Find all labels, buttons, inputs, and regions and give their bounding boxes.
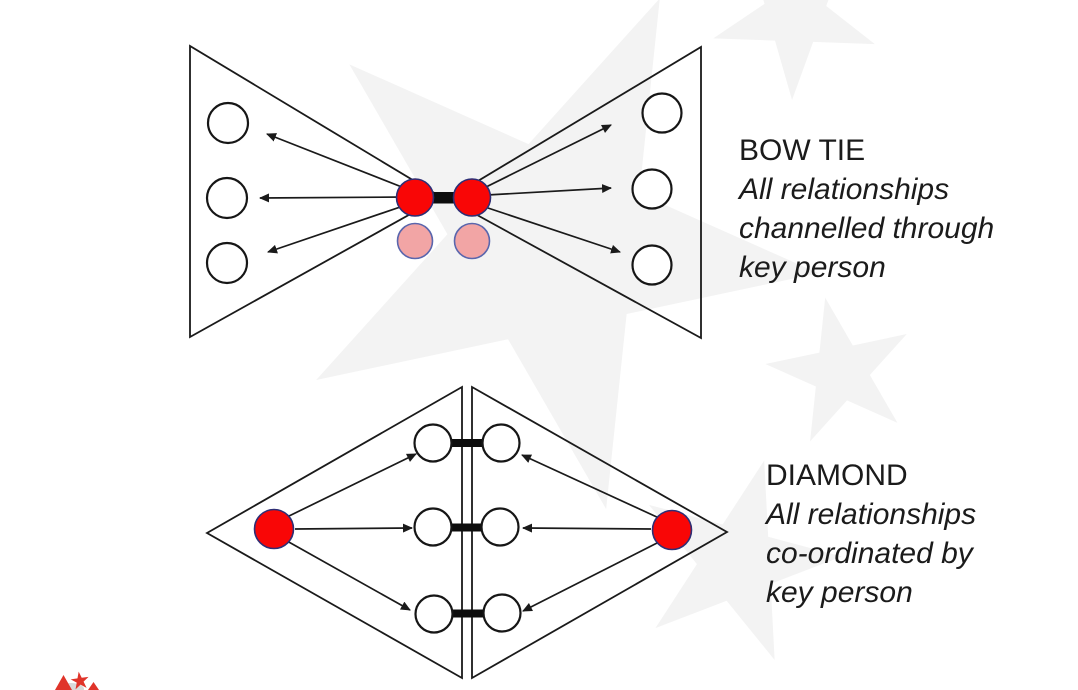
logo-triangle-icon [55,675,72,690]
contact-node [481,423,521,463]
secondary-node [453,222,491,260]
diamond-right-half [471,385,729,680]
key-person-node [253,508,295,550]
contact-node [480,507,520,547]
pair-link-bar [450,439,485,447]
diamond-description: All relationships co-ordinated by key pe… [766,495,976,612]
diamond-key-person-nodes [253,508,693,551]
diamond-title: DIAMOND [766,459,908,492]
bow-tie-right-wing [446,45,702,340]
logo-triangle-icon [88,682,99,690]
key-person-node [452,178,492,217]
contact-node [206,101,250,145]
diamond-description-line: key person [766,576,913,609]
bow-tie-description-line: channelled through [739,212,995,245]
diamond-left-half [205,385,463,680]
bow-tie-contact-nodes [205,92,683,286]
contact-node [631,244,673,286]
bow-tie-arrows [259,124,621,254]
secondary-node [396,222,434,260]
bow-tie-description: All relationships channelled through key… [739,170,994,287]
diamond-description-line: All relationships [766,498,977,531]
bow-tie-key-person-nodes [395,178,492,217]
bow-tie-description-line: key person [739,251,886,284]
bow-tie-title: BOW TIE [739,134,866,167]
bow-tie-description-line: All relationships [739,173,950,206]
key-person-link-bar [430,192,456,204]
bow-tie-diagram [189,44,702,340]
diamond-contact-nodes [413,423,522,634]
bow-tie-label: BOW TIE All relationships channelled thr… [739,131,994,287]
contact-node [482,593,522,633]
contact-node [641,92,683,134]
pair-link-bar [450,609,485,618]
pair-link-bar [450,523,485,532]
diamond-diagram [205,385,729,680]
diamond-description-line: co-ordinated by [766,537,973,570]
contact-node [414,594,454,634]
contact-node [631,168,673,210]
contact-node [205,176,249,220]
contact-node [413,423,453,463]
background-star-icon [688,0,912,119]
contact-node [413,507,453,547]
key-person-node [395,178,435,217]
background-star-icon [754,282,925,448]
diamond-link-bars [450,439,485,618]
diamond-label: DIAMOND All relationships co-ordinated b… [766,456,976,612]
key-person-node [651,509,693,551]
bow-tie-left-wing [189,44,443,339]
brand-logo [55,670,99,690]
contact-node [205,241,249,285]
diamond-arrows [286,453,660,612]
bow-tie-secondary-nodes [396,222,491,260]
